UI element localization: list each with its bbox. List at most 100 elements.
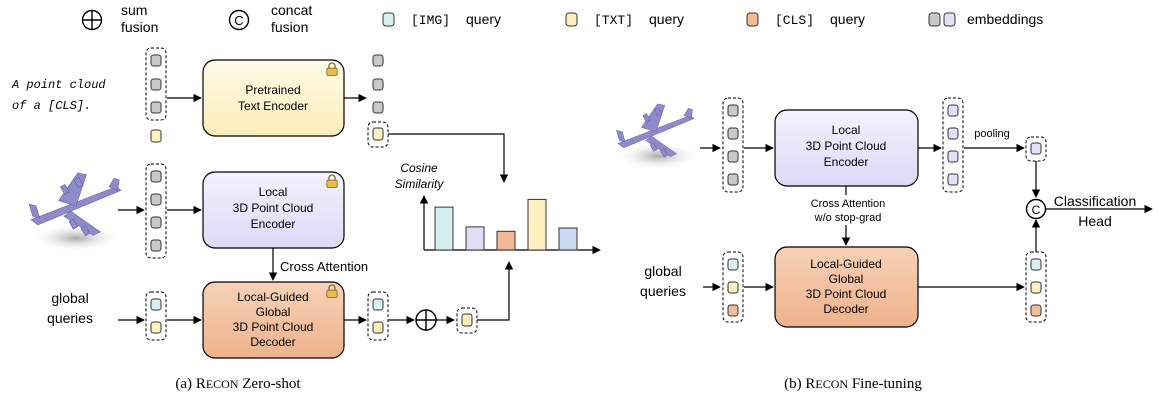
decoder-line2: Global	[256, 305, 291, 319]
cls-query-token	[727, 304, 739, 317]
point-token	[727, 127, 739, 140]
ft-encoder-line1: Local	[832, 123, 861, 137]
ft-decoder-line1: Local-Guided	[810, 257, 881, 271]
legend-sum-line1: sum	[121, 2, 147, 18]
encoder-output-token	[947, 173, 959, 186]
text-output-token	[372, 101, 384, 114]
text-encoder-line2: Text Encoder	[238, 99, 308, 113]
cosine-line2: Similarity	[395, 177, 445, 191]
similarity-bar	[465, 226, 485, 251]
similarity-bars	[434, 198, 578, 251]
text-output-token	[372, 78, 384, 91]
concat-fusion-node-icon: C	[1025, 198, 1047, 220]
txt-query-swatch	[565, 12, 578, 27]
point-token	[150, 193, 162, 206]
txt-output-token	[372, 127, 384, 141]
fused-token	[461, 313, 473, 327]
similarity-bar	[434, 206, 454, 251]
label-background	[795, 195, 899, 225]
ft-decoder-line2: Global	[829, 272, 864, 286]
decoder-line4: Decoder	[250, 335, 295, 349]
legend-cls-word: query	[830, 11, 865, 27]
text-token-group	[145, 47, 167, 121]
text-token	[150, 78, 162, 91]
point-token	[727, 104, 739, 117]
global-query-group	[145, 291, 167, 341]
embedding-purple-swatch	[943, 12, 956, 27]
legend-concat-line2: fusion	[271, 19, 308, 35]
classification-head-line2: Head	[1078, 213, 1111, 229]
similarity-bar	[558, 227, 578, 251]
pooled-token	[1030, 142, 1042, 155]
text-encoder-line1: Pretrained	[245, 83, 300, 97]
ft-global-query-group	[722, 251, 744, 323]
arrow	[388, 133, 509, 183]
point-token-group	[145, 163, 167, 259]
classification-head-line1: Classification	[1054, 193, 1136, 209]
ft-cross-attention-line1: Cross Attention	[811, 198, 886, 210]
txt-query-token	[150, 129, 162, 143]
ft-global-line2: queries	[640, 283, 686, 299]
pooled-token-group	[1025, 136, 1047, 162]
txt-output-token	[372, 321, 384, 334]
prompt-line2: of a [CLS].	[12, 99, 91, 113]
img-query-token	[727, 258, 739, 271]
cls-output-token	[1030, 304, 1042, 317]
legend-txt-word: query	[649, 11, 684, 27]
ft-decoder-line4: Decoder	[823, 302, 868, 316]
text-output-token	[372, 54, 384, 67]
pc-encoder-line3: Encoder	[251, 217, 296, 231]
text-token	[150, 101, 162, 114]
similarity-bar	[527, 198, 547, 251]
ft-decoder-line3: 3D Point Cloud	[806, 287, 887, 301]
decoder-line3: 3D Point Cloud	[233, 320, 314, 334]
point-token	[150, 239, 162, 252]
airplane-point-cloud	[28, 172, 122, 237]
legend-img-code: [IMG]	[411, 13, 450, 28]
ft-encoder-line3: Encoder	[824, 155, 869, 169]
sum-fusion-node-icon	[415, 309, 437, 331]
legend-sum-line2: fusion	[121, 19, 158, 35]
zero-shot-panel: A point cloud of a [CLS]. Pretrained Tex…	[11, 47, 601, 392]
point-cloud-shadow	[30, 224, 122, 252]
concat-node-symbol: C	[1032, 203, 1041, 217]
point-cloud-shadow	[616, 142, 700, 170]
point-token	[727, 173, 739, 186]
legend-concat-line1: concat	[271, 2, 312, 18]
similarity-bar	[496, 230, 516, 251]
pretrained-text-encoder	[202, 59, 345, 137]
cosine-line1: Cosine	[400, 161, 438, 175]
pc-encoder-line1: Local	[259, 185, 288, 199]
sum-fusion-icon	[81, 9, 103, 31]
txt-output-token	[1030, 281, 1042, 294]
txt-query-token	[150, 321, 162, 334]
pooling-label: pooling	[974, 128, 1009, 140]
ft-global-line1: global	[644, 263, 681, 279]
ft-cross-attention-line2: w/o stop-grad	[814, 212, 882, 224]
point-token	[727, 150, 739, 163]
legend: sum fusion C concat fusion [IMG] query […	[81, 2, 1043, 35]
point-token	[150, 216, 162, 229]
img-query-token	[150, 298, 162, 311]
embedding-gray-swatch	[928, 12, 941, 27]
concat-fusion-icon: C	[228, 9, 250, 31]
legend-txt-code: [TXT]	[594, 13, 633, 28]
fine-tuning-panel: Local 3D Point Cloud Encoder pooling Cro…	[616, 97, 1153, 392]
legend-img-word: query	[466, 11, 501, 27]
ft-encoder-line2: 3D Point Cloud	[806, 139, 887, 153]
img-query-swatch	[382, 12, 395, 27]
arrow	[477, 261, 514, 321]
point-token-group	[722, 97, 744, 193]
decoder-line1: Local-Guided	[237, 290, 308, 304]
legend-embeddings: embeddings	[967, 11, 1043, 27]
caption-fine-tuning: (b) RECON Fine-tuning	[784, 376, 922, 392]
legend-cls-code: [CLS]	[775, 13, 814, 28]
encoder-output-token	[947, 127, 959, 140]
point-token	[150, 170, 162, 183]
global-queries-line1: global	[51, 290, 88, 306]
img-output-token	[372, 298, 384, 311]
pc-encoder-line2: 3D Point Cloud	[233, 201, 314, 215]
encoder-output-group	[942, 97, 964, 193]
global-queries-line2: queries	[47, 310, 93, 326]
